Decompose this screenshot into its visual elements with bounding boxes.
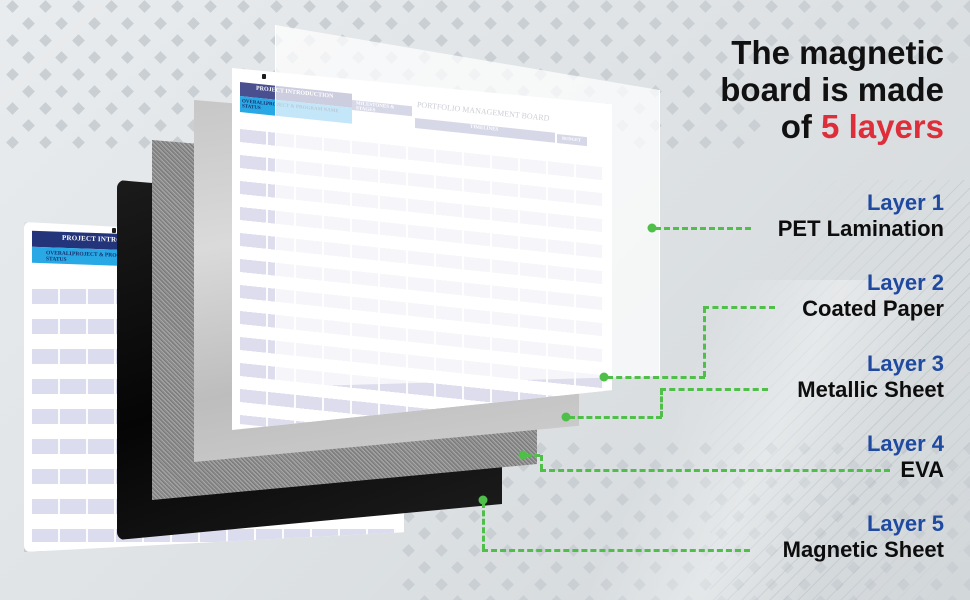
leader-dot-layer-3 [561,412,571,422]
layer-1-number: Layer 1 [866,190,944,215]
label-layer-5: Layer 5 Magnetic Sheet [783,511,944,563]
leader-line-layer-4-vertical [540,455,543,470]
paper-overall-status: OVERALL STATUS [242,99,267,112]
leader-line-layer-3-vertical [660,389,663,417]
layer-pet-lamination [275,25,660,387]
leader-line-layer-4-stub [526,454,540,457]
headline-line-3: of 5 layers [720,108,944,145]
label-layer-3: Layer 3 Metallic Sheet [797,351,944,403]
layer-1-name: PET Lamination [777,216,944,241]
headline-line-1: The magnetic [731,34,944,71]
layer-4-number: Layer 4 [866,431,944,456]
layer-2-number: Layer 2 [866,270,944,295]
layer-5-name: Magnetic Sheet [782,537,944,562]
leader-line-layer-5 [482,549,750,552]
leader-line-layer-2-vertical [703,307,706,377]
leader-line-layer-2 [607,376,705,379]
headline-prefix: of [780,108,822,145]
leader-line-layer-1 [655,227,751,230]
headline: The magnetic board is made of 5 layers [720,34,944,145]
label-layer-4: Layer 4 EVA [867,431,944,483]
label-layer-1: Layer 1 PET Lamination [778,190,944,242]
hanging-hole-icon [112,228,116,233]
label-layer-2: Layer 2 Coated Paper [802,270,944,322]
layer-4-name: EVA [900,457,944,482]
layer-3-name: Metallic Sheet [797,377,944,402]
leader-line-layer-5-vertical [482,502,485,550]
leader-line-layer-2-top [703,306,775,309]
leader-dot-layer-4 [518,450,528,460]
leader-dot-layer-1 [647,223,657,233]
overall-status-header: OVERALL STATUS [46,250,73,263]
leader-dot-layer-2 [599,372,609,382]
layer-5-number: Layer 5 [866,511,944,536]
leader-line-layer-4 [540,469,890,472]
layer-3-number: Layer 3 [866,351,944,376]
leader-line-layer-3-top [660,388,768,391]
layer-2-name: Coated Paper [802,296,944,321]
leader-line-layer-3 [569,416,662,419]
hanging-hole-icon [262,74,266,79]
headline-accent: 5 layers [821,108,944,145]
headline-line-2: board is made [720,71,944,108]
leader-dot-layer-5 [478,495,488,505]
